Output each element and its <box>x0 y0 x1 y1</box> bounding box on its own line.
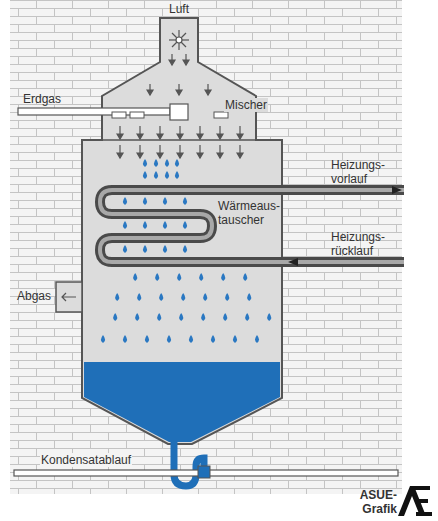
water-drop <box>143 171 147 179</box>
water-drop <box>199 273 203 281</box>
water-drop <box>181 293 185 301</box>
condensate-drain-label: Kondensatablauf <box>40 453 132 467</box>
gas-pipe <box>18 108 170 115</box>
water-drop <box>225 293 229 301</box>
water-drop <box>177 273 181 281</box>
water-drop <box>101 335 105 343</box>
return-pipe-label: Heizungs- rücklauf <box>330 230 396 258</box>
water-drop <box>183 197 187 205</box>
water-drop <box>159 293 163 301</box>
water-drop <box>203 293 207 301</box>
water-drop <box>157 313 161 321</box>
water-drop <box>154 159 158 167</box>
water-drop <box>211 335 215 343</box>
water-drop <box>243 273 247 281</box>
gas-label: Erdgas <box>22 92 62 106</box>
mixer-block <box>170 104 188 120</box>
logo-text: ASUE- Grafik <box>346 488 398 516</box>
water-drop <box>183 245 187 253</box>
water-drop <box>137 293 141 301</box>
water-drop <box>123 335 127 343</box>
water-drop <box>247 293 251 301</box>
water-drop <box>113 313 117 321</box>
water-drop <box>189 335 193 343</box>
water-drop <box>165 171 169 179</box>
water-drop <box>145 335 149 343</box>
water-drop <box>183 221 187 229</box>
boiler-housing <box>82 18 282 444</box>
water-drop <box>123 245 127 253</box>
water-drop <box>175 171 179 179</box>
water-drop <box>143 159 147 167</box>
water-drop <box>133 273 137 281</box>
water-drop <box>233 335 237 343</box>
water-drop <box>143 245 147 253</box>
condensate-water <box>84 362 280 442</box>
water-drop <box>223 313 227 321</box>
brick-wall <box>10 0 402 494</box>
fan-symbol <box>169 30 189 50</box>
water-drop <box>165 159 169 167</box>
air-label: Luft <box>168 2 190 16</box>
water-drop <box>154 171 158 179</box>
water-drop <box>267 313 271 321</box>
exhaust-outlet <box>56 282 82 312</box>
flow-pipe-label: Heizungs- vorlauf <box>330 158 396 186</box>
water-drop <box>163 197 167 205</box>
water-drop <box>163 245 167 253</box>
water-drop <box>255 335 259 343</box>
water-drop <box>123 197 127 205</box>
mixer-label: Mischer <box>224 98 268 112</box>
water-drop <box>115 293 119 301</box>
water-drop <box>179 313 183 321</box>
water-drop <box>143 197 147 205</box>
water-drop <box>245 313 249 321</box>
heat-exchanger-label: Wärmeaus- tauscher <box>217 199 281 227</box>
condensate-trap <box>174 442 204 486</box>
water-drop <box>201 313 205 321</box>
water-drop <box>123 221 127 229</box>
water-drop <box>135 313 139 321</box>
water-drop <box>167 335 171 343</box>
heat-exchanger-tube <box>100 190 404 262</box>
water-drop <box>155 273 159 281</box>
asue-logo <box>398 486 432 516</box>
water-drop <box>163 221 167 229</box>
water-drop <box>143 221 147 229</box>
water-drop <box>175 159 179 167</box>
water-drop <box>221 273 225 281</box>
exhaust-label: Abgas <box>16 289 52 303</box>
